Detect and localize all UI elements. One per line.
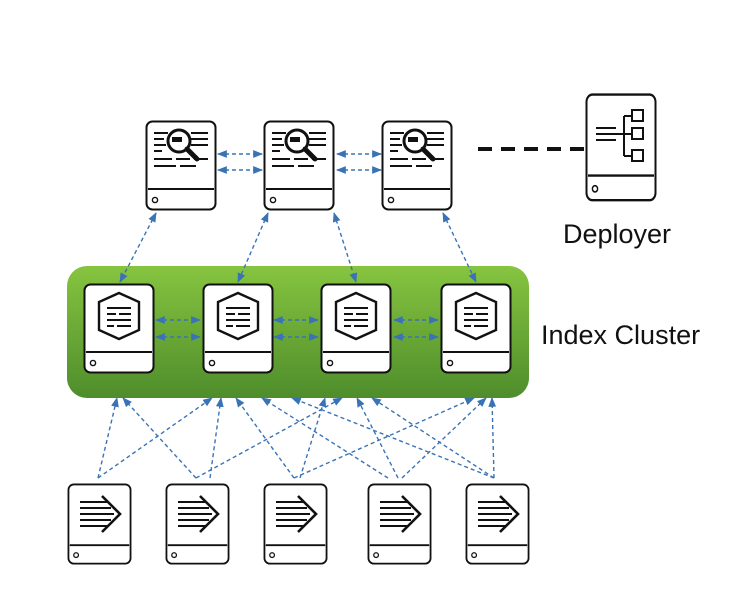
search-head-node [263,120,335,211]
indexer-node [83,283,155,374]
forwarder-node [465,483,530,565]
search-head-node [145,120,217,211]
search-head-node [381,120,453,211]
search-peer-links [217,150,382,174]
indexer-node [440,283,512,374]
forwarder-to-indexer-links [97,397,497,479]
forwarder-node [67,483,132,565]
deployer-label: Deployer [563,219,672,249]
indexer-peer-links [155,316,439,341]
forwarder-node [165,483,230,565]
indexer-node [202,283,274,374]
search-to-indexer-links [119,212,477,283]
index-cluster-panel [67,266,529,398]
indexer-node [320,283,392,374]
forwarder-node [367,483,432,565]
deployer-node [585,93,657,202]
forwarder-node [263,483,328,565]
index-cluster-label: Index Cluster [541,320,701,350]
